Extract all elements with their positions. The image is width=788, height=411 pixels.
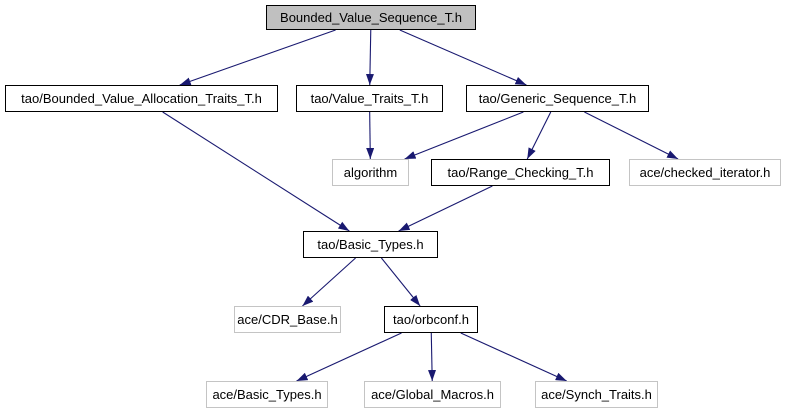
edge-orbconf-to-synch_traits bbox=[460, 332, 567, 382]
edge-generic_sequence-to-range_checking bbox=[526, 111, 552, 160]
node-tao-bounded-value-allocation-traits-t-h[interactable]: tao/Bounded_Value_Allocation_Traits_T.h bbox=[5, 85, 278, 112]
edge-generic_sequence-to-algorithm bbox=[404, 111, 524, 160]
edge-orbconf-to-global_macros bbox=[428, 332, 437, 382]
edge-generic_sequence-to-checked_iterator bbox=[584, 111, 679, 160]
node-ace-synch-traits-h: ace/Synch_Traits.h bbox=[535, 381, 658, 408]
node-ace-cdr-base-h: ace/CDR_Base.h bbox=[234, 306, 341, 333]
edge-root-to-value_traits bbox=[365, 29, 374, 86]
node-algorithm: algorithm bbox=[332, 159, 409, 186]
edge-range_checking-to-tao_basic_types bbox=[398, 185, 493, 232]
node-tao-value-traits-t-h[interactable]: tao/Value_Traits_T.h bbox=[296, 85, 443, 112]
edge-tao_basic_types-to-orbconf bbox=[380, 257, 421, 307]
edge-root-to-generic_sequence bbox=[399, 29, 527, 86]
node-bounded-value-sequence-t-h: Bounded_Value_Sequence_T.h bbox=[266, 5, 476, 30]
node-tao-range-checking-t-h[interactable]: tao/Range_Checking_T.h bbox=[431, 159, 610, 186]
node-ace-basic-types-h: ace/Basic_Types.h bbox=[206, 381, 328, 408]
edge-bounded_alloc-to-tao_basic_types bbox=[162, 111, 350, 232]
node-ace-checked-iterator-h: ace/checked_iterator.h bbox=[629, 159, 781, 186]
node-tao-orbconf-h[interactable]: tao/orbconf.h bbox=[384, 306, 478, 333]
node-tao-generic-sequence-t-h[interactable]: tao/Generic_Sequence_T.h bbox=[466, 85, 649, 112]
edge-tao_basic_types-to-cdr_base bbox=[302, 257, 356, 307]
edge-orbconf-to-ace_basic_types bbox=[296, 332, 402, 382]
node-tao-basic-types-h[interactable]: tao/Basic_Types.h bbox=[303, 231, 438, 258]
edge-value_traits-to-algorithm bbox=[366, 111, 375, 160]
node-ace-global-macros-h: ace/Global_Macros.h bbox=[364, 381, 501, 408]
edge-root-to-bounded_alloc bbox=[179, 29, 336, 86]
